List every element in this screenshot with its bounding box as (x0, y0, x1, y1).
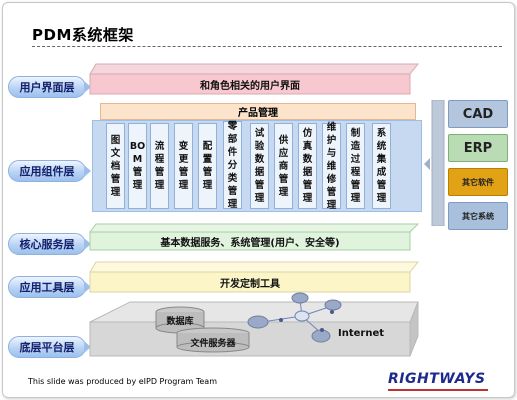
other-software-box: 其它软件 (448, 168, 508, 196)
module-column: 维护与维修管理 (322, 122, 341, 211)
module-column: 图文档管理 (106, 123, 125, 209)
arrow-icon (84, 341, 91, 353)
arrow-icon (84, 238, 91, 250)
layer-label-base-platform: 底层平台层 (8, 336, 86, 358)
cad-box: CAD (448, 100, 508, 128)
other-system-box: 其它系统 (448, 202, 508, 230)
module-column: 零部件分类管理 (223, 121, 242, 210)
arrow-icon (84, 281, 91, 293)
company-logo: RIGHTWAYS (388, 371, 486, 387)
erp-box: ERP (448, 134, 508, 162)
module-column: 流程管理 (150, 123, 169, 209)
layer-label-user-interface: 用户界面层 (8, 76, 86, 98)
module-column: BOM管理 (128, 123, 147, 209)
app-component-block: 产品管理 图文档管理 BOM管理 流程管理 变更管理 配置管理 零部件分类管理 … (92, 103, 422, 212)
layer-label-app-tool: 应用工具层 (8, 276, 86, 298)
module-column: 仿真数据管理 (298, 123, 317, 209)
side-connector (424, 100, 445, 226)
core-service-bar: 基本数据服务、系统管理(用户、安全等) (160, 237, 340, 249)
module-column: 供应商管理 (274, 123, 293, 209)
module-column: 试验数据管理 (250, 123, 269, 209)
footer-note: This slide was produced by eIPD Program … (28, 377, 217, 386)
database-label: 数据库 (166, 317, 194, 327)
page-title: PDM系统框架 (32, 26, 134, 44)
logo-underline (388, 389, 488, 391)
file-server-label: 文件服务器 (190, 339, 236, 349)
ui-bar: 和角色相关的用户界面 (200, 80, 300, 92)
module-column: 配置管理 (198, 123, 217, 209)
tools-bar: 开发定制工具 (220, 278, 280, 290)
module-column: 系统集成管理 (372, 123, 391, 209)
layer-label-core-service: 核心服务层 (8, 233, 86, 255)
arrow-icon (84, 81, 91, 93)
module-column: 制造过程管理 (346, 123, 365, 209)
arrow-icon (84, 165, 91, 177)
module-column: 变更管理 (174, 123, 193, 209)
product-management-bar: 产品管理 (100, 103, 416, 120)
title-divider (32, 46, 502, 48)
internet-label: Internet (338, 328, 385, 339)
